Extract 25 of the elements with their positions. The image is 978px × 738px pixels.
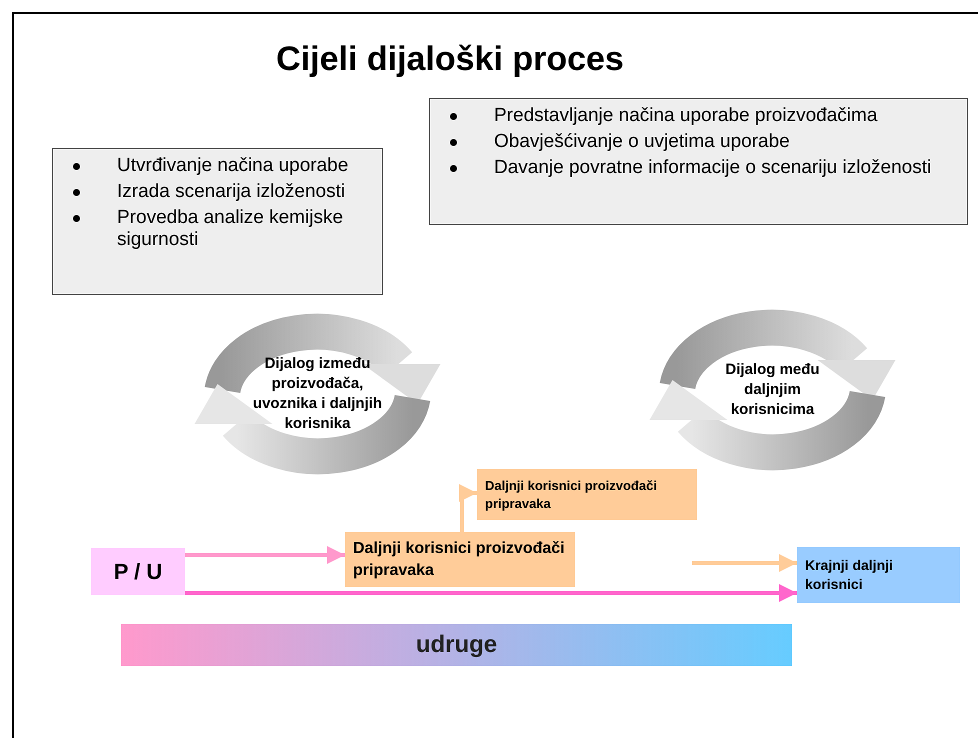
box-label: Daljnji korisnici proizvođači pripravaka <box>485 476 658 512</box>
process-box <box>91 548 185 595</box>
bullet-text: Izrada scenarija izloženosti <box>59 181 376 203</box>
process-box <box>477 469 697 520</box>
box-label: P / U <box>114 558 162 586</box>
box-label: Daljnji korisnici proizvođači pripravaka <box>353 538 566 580</box>
dialog-label: Dijalog među daljnjim korisnicima <box>724 360 821 420</box>
arrow <box>185 584 797 602</box>
arrow <box>692 554 797 572</box>
arrow <box>185 546 345 564</box>
bullet-list-box <box>429 98 968 225</box>
bullet-text: Utvrđivanje načina uporabe <box>59 155 376 177</box>
slide-title: Cijeli dijaloški proces <box>275 40 625 79</box>
bullet-text: Predstavljanje načina uporabe proizvođačima <box>436 105 961 127</box>
band-label: udruge <box>416 631 498 659</box>
bullet-text: Obavješćivanje o uvjetima uporabe <box>436 131 961 153</box>
dialog-label: Dijalog između proizvođača, uvoznika i daljnjih korisnika <box>252 354 384 434</box>
arrow <box>459 484 477 532</box>
process-box <box>797 547 960 603</box>
gradient-band <box>121 624 792 666</box>
bullet-text: Davanje povratne informacije o scenariju izloženosti <box>436 157 961 179</box>
box-label: Krajnji daljnji korisnici <box>805 556 894 594</box>
bullet-list-box <box>52 148 383 295</box>
bullet-text: Provedba analize kemijske sigurnosti <box>59 207 376 251</box>
process-box <box>345 532 575 587</box>
